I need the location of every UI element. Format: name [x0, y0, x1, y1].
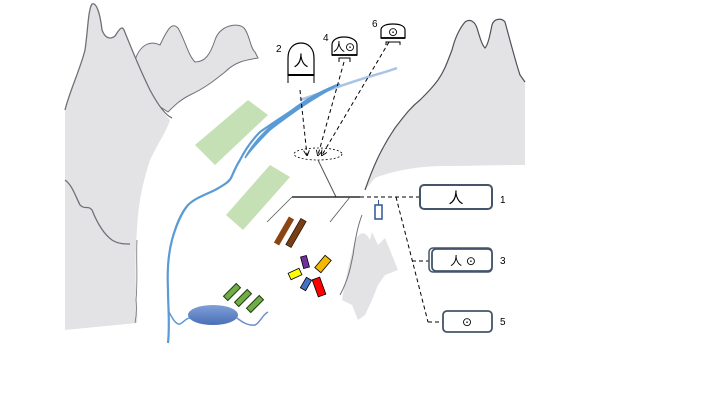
left-mountain-range: [64, 3, 259, 330]
river-main: [166, 83, 338, 344]
left-mountain-inner-ridge: [64, 179, 131, 245]
green-marker: [222, 282, 242, 302]
target-icon: ⊙: [462, 315, 472, 329]
brown-markers: [273, 216, 307, 249]
river-widening: [244, 83, 341, 159]
station-6[interactable]: ⊙ 6: [372, 19, 406, 45]
sensor-marker: [374, 204, 383, 220]
left-mountain-back: [134, 24, 259, 113]
green-markers: [222, 282, 265, 314]
station-5[interactable]: ⊙ 5: [442, 310, 506, 333]
dashed-arrow-4: [318, 61, 345, 155]
person-target-icon: 人⊙: [333, 40, 355, 54]
dashed-arrow-6: [322, 41, 390, 155]
link-line-mid: [329, 196, 351, 223]
station-6-label: 6: [372, 19, 378, 30]
station-4-dome: [331, 36, 358, 56]
station-2-label: 2: [276, 44, 282, 55]
station-3-label: 3: [500, 256, 506, 267]
green-marker: [245, 294, 265, 314]
field-upper: [195, 100, 268, 165]
lake: [188, 305, 238, 325]
person-target-icon: 人 ⊙: [450, 254, 476, 268]
right-mountain-ridge: [364, 18, 526, 191]
station-4[interactable]: 人⊙ 4: [323, 33, 358, 62]
right-mountain-main: [365, 19, 525, 190]
dashed-link-branch: [395, 196, 429, 323]
green-marker: [233, 288, 253, 308]
left-mountain-front: [65, 3, 170, 330]
station-6-bracket: [385, 41, 401, 45]
left-mountain-ridge: [64, 3, 173, 119]
right-lower-mountain-edge: [339, 214, 363, 296]
fields: [195, 100, 290, 230]
station-6-dome: [380, 23, 406, 39]
yellow-marker: [287, 267, 303, 281]
river: [166, 66, 398, 344]
river-lake-outflow: [167, 309, 191, 325]
purple-marker: [300, 254, 310, 270]
person-icon: 人: [293, 52, 308, 70]
station-4-bracket: [338, 57, 351, 62]
station-1-box: [419, 184, 493, 210]
target-icon: ⊙: [388, 25, 398, 39]
station-1[interactable]: 人 1: [419, 184, 506, 210]
convergence-zone: [293, 147, 343, 161]
station-5-box: [442, 310, 493, 333]
left-mountain-edge: [134, 239, 138, 324]
station-1-label: 1: [500, 195, 506, 206]
river-lake-inflow: [236, 311, 269, 326]
station-2[interactable]: 人 2: [276, 42, 315, 83]
station-4-label: 4: [323, 33, 329, 44]
colored-markers: [287, 254, 332, 298]
link-line: [317, 159, 337, 198]
network-lines: [266, 41, 443, 323]
right-lower-mountain: [342, 232, 398, 320]
link-line-left: [266, 196, 293, 223]
dark-brown-marker: [285, 217, 307, 249]
field-lower: [226, 165, 290, 230]
station-5-label: 5: [500, 317, 506, 328]
orange-marker: [314, 254, 332, 274]
station-3-box: [431, 248, 493, 272]
brown-marker: [273, 216, 295, 246]
blue-marker: [299, 276, 313, 292]
station-2-dome: [287, 42, 315, 76]
station-3[interactable]: 人 ⊙ 3: [428, 247, 506, 273]
red-marker: [311, 276, 327, 298]
right-mountain-range: [339, 18, 526, 320]
dashed-arrow-2: [299, 89, 307, 155]
person-icon: 人: [448, 189, 463, 207]
